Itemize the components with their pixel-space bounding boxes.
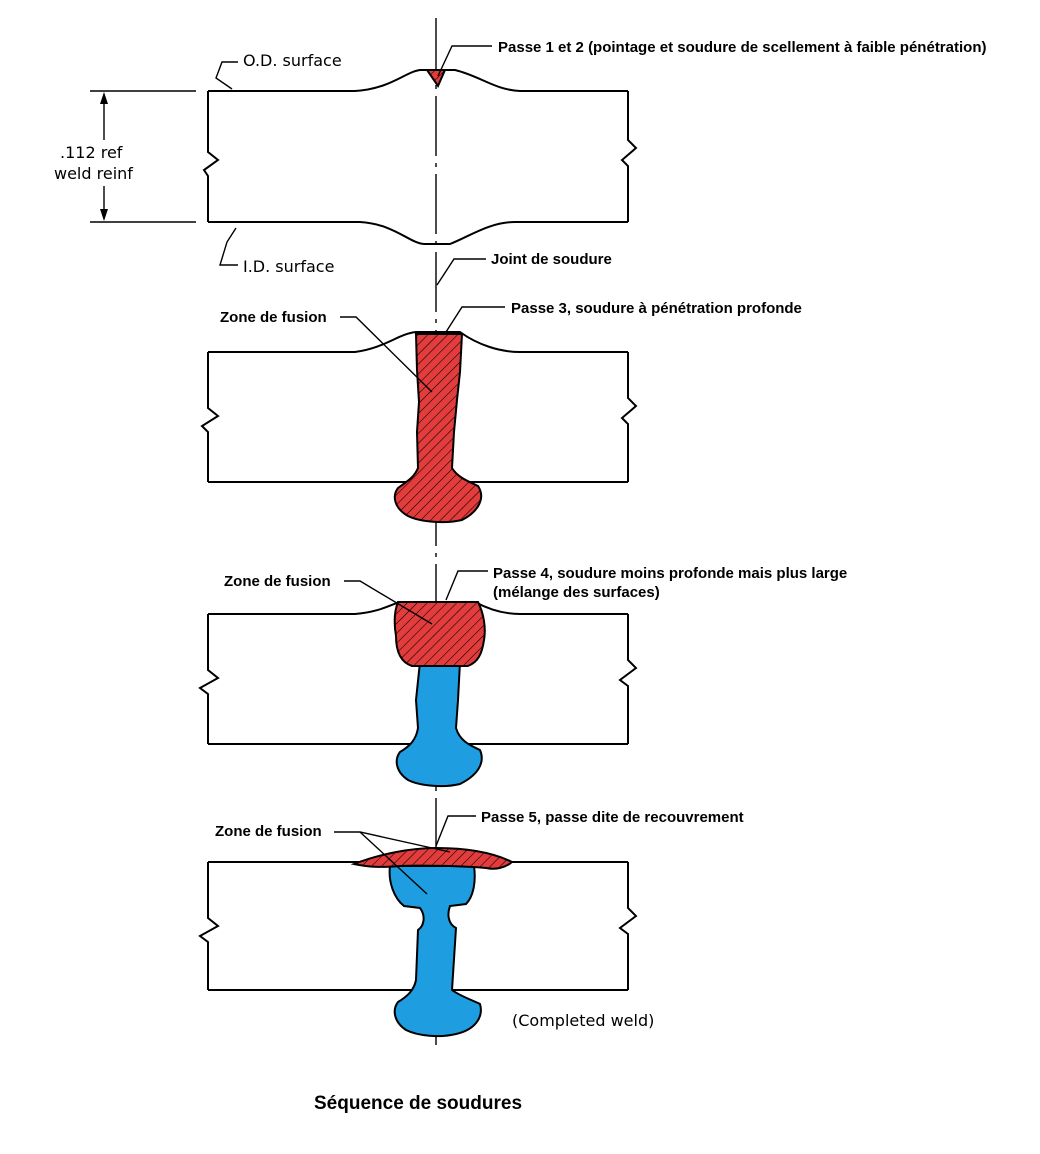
joint-plate-initial xyxy=(202,69,638,245)
pass-3-fusion-leader xyxy=(340,316,433,393)
pass-5-label: Passe 5, passe dite de recouvrement xyxy=(481,809,744,826)
pass-4-label-line1: Passe 4, soudure moins profonde mais plu… xyxy=(493,565,847,582)
pass-3-deep-weld xyxy=(393,333,483,524)
completed-weld-label: (Completed weld) xyxy=(512,1011,654,1030)
od-surface-label: O.D. surface xyxy=(243,51,342,70)
weld-joint-leader xyxy=(436,258,486,286)
joint-plate-pass-5 xyxy=(198,846,638,1038)
dimension-value-label: .112 ref xyxy=(60,143,123,162)
pass-1-2-label: Passe 1 et 2 (pointage et soudure de sce… xyxy=(498,39,986,56)
weld-joint-label: Joint de soudure xyxy=(491,251,612,268)
pass-5-leader xyxy=(435,815,476,847)
pass-3-completed-bead xyxy=(395,661,483,788)
reinforcement-dimension xyxy=(90,90,196,223)
pass-3-fusion-label: Zone de fusion xyxy=(220,309,327,326)
od-surface-leader xyxy=(215,61,238,90)
pass-4-fusion-leader xyxy=(344,580,433,625)
pass-4-label-line2: (mélange des surfaces) xyxy=(493,584,660,601)
completed-weld-body xyxy=(388,865,482,1038)
pass-5-fusion-label: Zone de fusion xyxy=(215,823,322,840)
figure-caption: Séquence de soudures xyxy=(314,1093,522,1114)
joint-plate-pass-4 xyxy=(198,601,638,788)
pass-4-fusion-label: Zone de fusion xyxy=(224,573,331,590)
joint-plate-pass-3 xyxy=(200,331,638,524)
id-surface-leader xyxy=(219,227,238,266)
id-surface-label: I.D. surface xyxy=(243,257,334,276)
pass-5-cap-weld xyxy=(350,846,514,870)
tack-weld-bead xyxy=(425,69,447,89)
pass-4-leader xyxy=(445,570,488,601)
pass-3-leader xyxy=(445,306,505,333)
pass-3-label: Passe 3, soudure à pénétration profonde xyxy=(511,300,802,317)
pass-4-wide-weld xyxy=(393,601,486,667)
pass-1-2-leader xyxy=(437,45,492,77)
dimension-description-label: weld reinf xyxy=(54,164,133,183)
pass-5-fusion-leader-b xyxy=(359,831,428,895)
